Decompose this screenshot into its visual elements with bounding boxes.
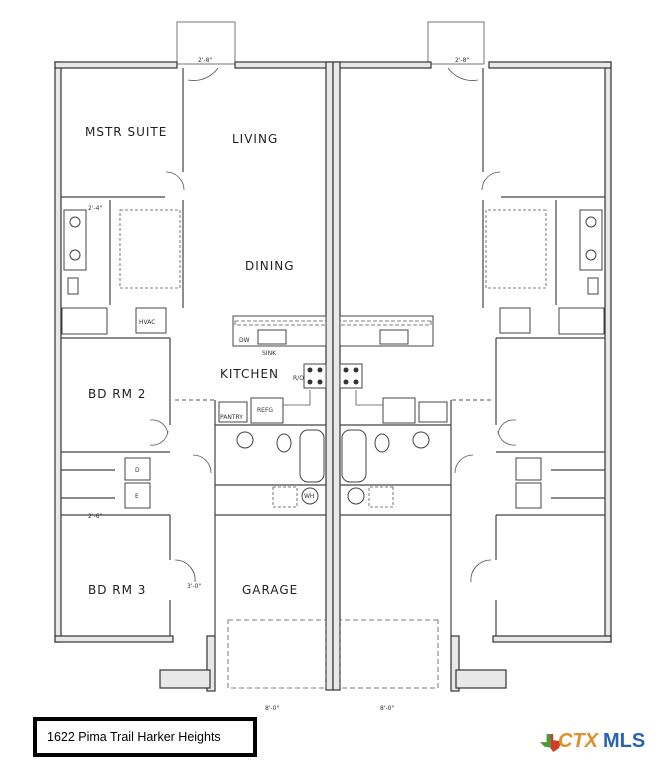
- dim-door-bath: 2'-4": [88, 205, 102, 212]
- unit-left: [54, 61, 334, 692]
- address-text: 1622 Pima Trail Harker Heights: [47, 730, 221, 744]
- dim-garage-door-left: 8'-0": [265, 705, 279, 712]
- ctxmls-logo: CTX MLS: [540, 728, 650, 758]
- dim-porch-door-left: 2'-8": [198, 57, 212, 64]
- room-label-bedroom-2: BD RM 2: [88, 387, 146, 401]
- porch-left: [176, 21, 236, 65]
- dim-porch-door-right: 2'-8": [455, 57, 469, 64]
- dim-door-bd3: 3'-0": [187, 583, 201, 590]
- fixture-label-dryer: D: [135, 467, 140, 474]
- fixture-label-pantry: PANTRY: [220, 414, 243, 421]
- logo-text-mls: MLS: [603, 730, 646, 752]
- fixture-label-hvac: HVAC: [139, 319, 155, 326]
- dim-garage-door-right: 8'-0": [380, 705, 394, 712]
- dim-door-closet: 2'-6": [88, 513, 102, 520]
- room-label-kitchen: KITCHEN: [220, 367, 279, 381]
- room-label-living: LIVING: [232, 132, 278, 146]
- logo-text-ctx: CTX: [558, 730, 598, 752]
- room-label-dining: DINING: [245, 259, 295, 273]
- fixture-label-sink: SINK: [262, 350, 277, 357]
- fixture-label-range: R/O: [293, 375, 304, 382]
- fixture-label-wh: WH: [304, 493, 314, 500]
- address-caption: 1622 Pima Trail Harker Heights: [33, 717, 257, 757]
- room-label-garage: GARAGE: [242, 583, 298, 597]
- fixture-label-dw: DW: [239, 337, 250, 344]
- room-label-bedroom-3: BD RM 3: [88, 583, 146, 597]
- unit-right: [332, 61, 612, 692]
- fixture-label-washer: E: [135, 493, 139, 500]
- fixture-label-refg: REFG: [257, 407, 273, 414]
- room-label-master-suite: MSTR SUITE: [85, 125, 167, 139]
- porch-right: [427, 21, 485, 65]
